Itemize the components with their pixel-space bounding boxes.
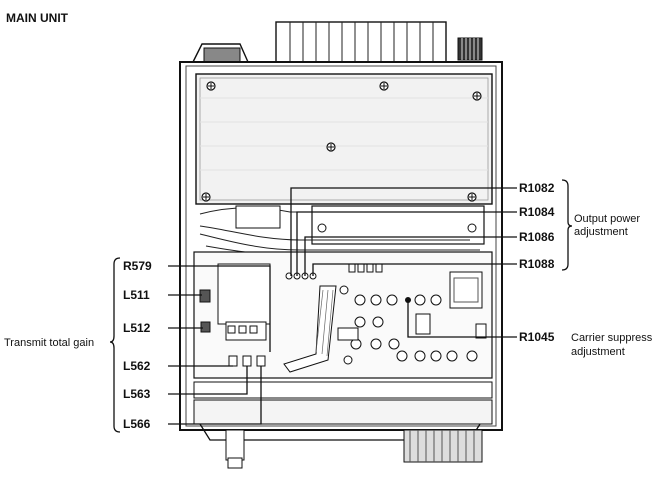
label-r1088: R1088: [519, 257, 555, 271]
label-r1082: R1082: [519, 181, 555, 195]
label-r1086: R1086: [519, 230, 555, 244]
label-l512: L512: [123, 321, 151, 335]
leader-r1045: [407, 300, 517, 338]
label-l511: L511: [123, 288, 150, 302]
label-l566: L566: [123, 417, 151, 431]
leader-r579: [168, 265, 271, 352]
label-r1084: R1084: [519, 205, 555, 219]
leader-l563: [168, 366, 248, 395]
leader-r1088: [312, 263, 517, 276]
radio-unit-drawing: [179, 21, 503, 469]
transmit-gain-brace: [109, 257, 121, 433]
leader-r1082: [290, 187, 517, 276]
label-l563: L563: [123, 387, 151, 401]
leader-r1086: [304, 236, 517, 276]
carrier-suppress-note-line2: adjustment: [571, 346, 625, 358]
output-power-note-line1: Output power: [574, 213, 640, 225]
carrier-suppress-note-line1: Carrier suppress: [571, 332, 653, 344]
label-r579: R579: [123, 259, 152, 273]
transmit-gain-note: Transmit total gain: [4, 337, 94, 349]
diagram-title: MAIN UNIT: [6, 11, 69, 25]
output-power-brace: [561, 179, 573, 271]
output-power-note-line2: adjustment: [574, 226, 628, 238]
leader-l566: [168, 366, 262, 425]
label-l562: L562: [123, 359, 151, 373]
leader-lines: [168, 187, 517, 425]
label-r1045: R1045: [519, 330, 555, 344]
leader-r1084: [296, 211, 517, 276]
